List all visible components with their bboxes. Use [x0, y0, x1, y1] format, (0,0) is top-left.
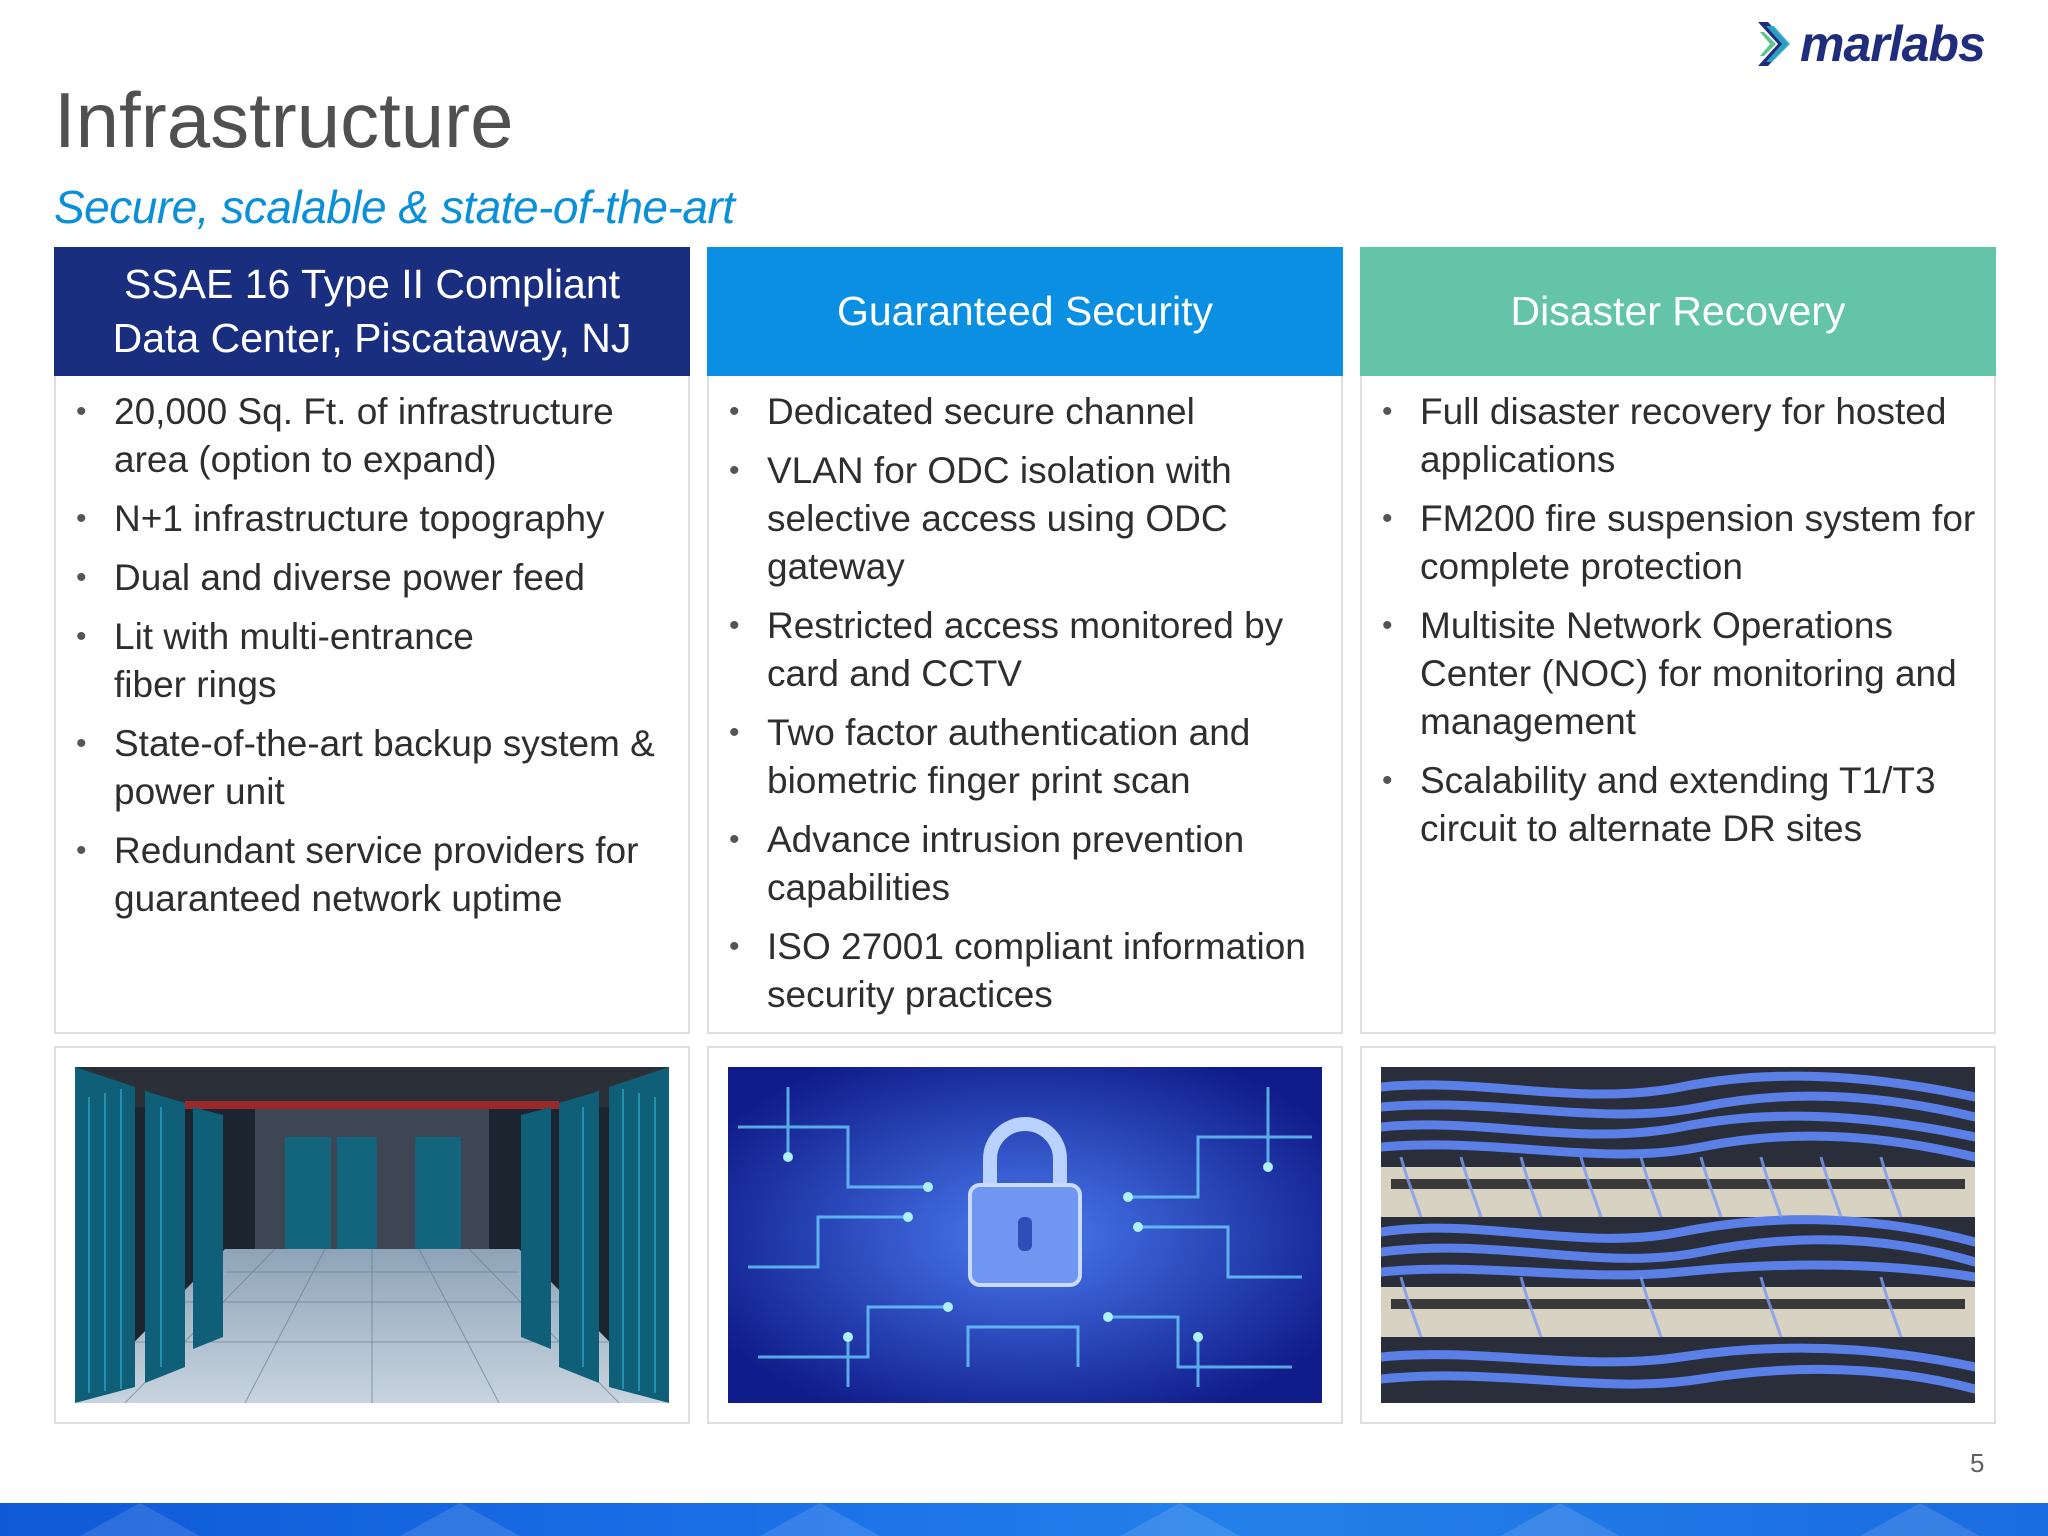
bullet-item: Multisite Network Operations Center (NOC… — [1362, 602, 1994, 746]
network-patch-cables-photo — [1381, 1067, 1975, 1403]
column-security: Guaranteed Security Dedicated secure cha… — [707, 247, 1343, 1034]
bullet-item: Dual and diverse power feed — [56, 554, 688, 602]
padlock-circuit-board-photo — [728, 1067, 1322, 1403]
bullet-item: 20,000 Sq. Ft. of infrastructure area (o… — [56, 388, 688, 484]
bullet-item: Scalability and extending T1/T3 circuit … — [1362, 757, 1994, 853]
bullet-item: Two factor authentication and biometric … — [709, 709, 1341, 805]
bullet-item: Restricted access monitored by card and … — [709, 602, 1341, 698]
marlabs-chevron-icon — [1758, 22, 1790, 66]
column-disaster-recovery: Disaster Recovery Full disaster recovery… — [1360, 247, 1996, 1034]
disaster-recovery-image-frame — [1360, 1046, 1996, 1424]
data-center-image-frame — [54, 1046, 690, 1424]
column-header-line1: SSAE 16 Type II Compliant — [123, 261, 621, 308]
column-header-line2: Data Center, Piscataway, NJ — [112, 314, 632, 361]
bullet-item: Redundant service providers for guarante… — [56, 827, 688, 923]
column-header-line1: Disaster Recovery — [1510, 287, 1846, 334]
column-header-disaster-recovery: Disaster Recovery — [1360, 247, 1996, 376]
bullet-item: ISO 27001 compliant information security… — [709, 923, 1341, 1019]
column-data-center: SSAE 16 Type II Compliant Data Center, P… — [54, 247, 690, 1034]
bullet-item: VLAN for ODC isolation with selective ac… — [709, 447, 1341, 591]
data-center-server-room-photo — [75, 1067, 669, 1403]
brand-name: marlabs — [1800, 16, 1986, 72]
column-header-security: Guaranteed Security — [707, 247, 1343, 376]
footer-decorative-band — [0, 1503, 2048, 1536]
bullet-list-disaster-recovery: Full disaster recovery for hosted applic… — [1362, 376, 1994, 853]
bullet-item: N+1 infrastructure topography — [56, 495, 688, 543]
bullet-item: Lit with multi-entrance fiber rings — [56, 613, 688, 709]
page-subtitle: Secure, scalable & state-of-the-art — [54, 181, 735, 233]
bullet-item: Advance intrusion prevention capabilitie… — [709, 816, 1341, 912]
bullet-list-data-center: 20,000 Sq. Ft. of infrastructure area (o… — [56, 376, 688, 923]
marlabs-logo: marlabs — [1756, 16, 1986, 72]
page-title: Infrastructure — [54, 76, 514, 164]
security-image-frame — [707, 1046, 1343, 1424]
bullet-item: State-of-the-art backup system & power u… — [56, 720, 688, 816]
bullet-item: FM200 fire suspension system for complet… — [1362, 495, 1994, 591]
bullet-item: Full disaster recovery for hosted applic… — [1362, 388, 1994, 484]
column-header-line1: Guaranteed Security — [836, 287, 1214, 334]
bullet-list-security: Dedicated secure channel VLAN for ODC is… — [709, 376, 1341, 1019]
column-header-data-center: SSAE 16 Type II Compliant Data Center, P… — [54, 247, 690, 376]
page-number: 5 — [1970, 1448, 1985, 1478]
bullet-item: Dedicated secure channel — [709, 388, 1341, 436]
